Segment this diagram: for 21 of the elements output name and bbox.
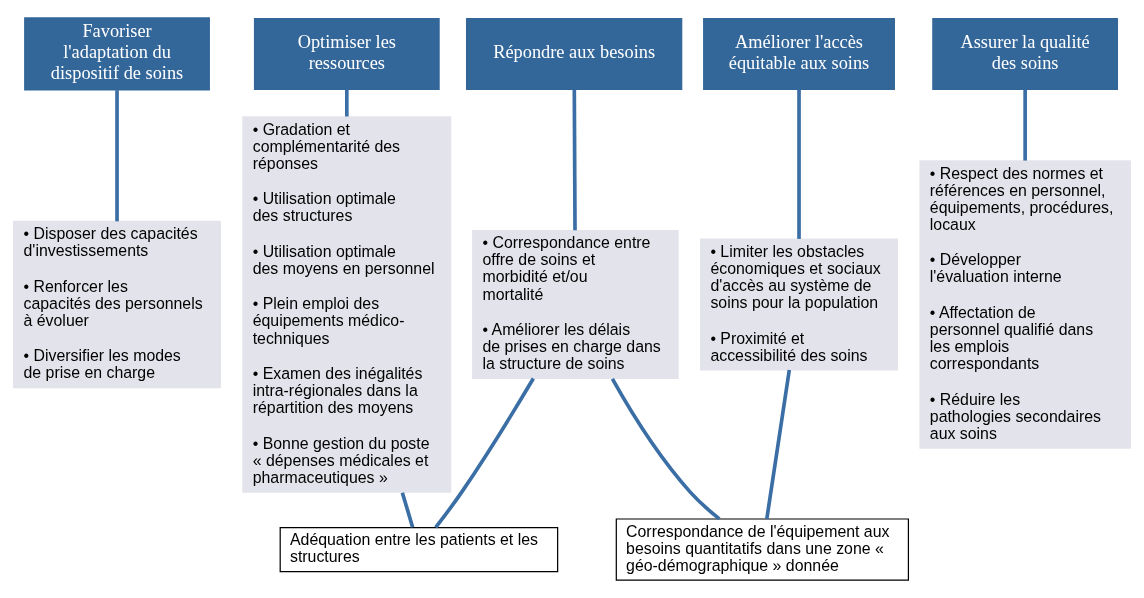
node-box: Assurer la qualité des soins — [932, 17, 1119, 90]
node-box: Optimiser les ressources — [253, 17, 440, 90]
node-box: • Disposer des capacités d'investissements • Renforcer les capacités des personnels à évoluer • Diversifier les modes de prise en charge — [13, 220, 221, 389]
connector — [434, 377, 535, 529]
connector — [765, 369, 792, 520]
node-box: Répondre aux besoins — [465, 17, 683, 90]
connector — [572, 89, 577, 231]
node-box: • Limiter les obstacles économiques et sociaux d'accès au système de soins pour la population • Proximité et accessibilité des soins — [700, 238, 899, 371]
node-box: Améliorer l'accès équitable aux soins — [703, 17, 895, 90]
node-box: • Gradation et complémentarité des réponses • Utilisation optimale des structures • Utilisation optimale des moyens en personnel • Plein emploi des équipements médico-techniques • Examen des inégalités intra-régionales dans la répartition des moyens • Bonne gestion du poste « dépenses médicales et pharmaceutiques » — [242, 116, 452, 493]
connector — [115, 90, 119, 222]
connector — [797, 89, 801, 239]
connector — [1023, 89, 1027, 161]
node-box: Favoriser l'adaptation du dispositif de soins — [24, 17, 210, 91]
node-box: Adéquation entre les patients et les structures — [279, 526, 559, 573]
connector — [610, 377, 721, 521]
node-box: Correspondance de l'équipement aux besoins quantitatifs dans une zone « géo-démographique » donnée — [615, 518, 910, 581]
node-box: • Respect des normes et références en personnel, équipements, procédures, locaux • Développer l'évaluation interne • Affectation de personnel qualifié dans les emplois correspondants • Réduire les pathologies secondaires aux soins — [919, 160, 1131, 449]
connector — [344, 89, 349, 117]
connector — [400, 492, 415, 528]
node-box: • Correspondance entre offre de soins et morbidité et/ou mortalité • Améliorer les délais de prises en charge dans la structure de soins — [472, 229, 679, 380]
